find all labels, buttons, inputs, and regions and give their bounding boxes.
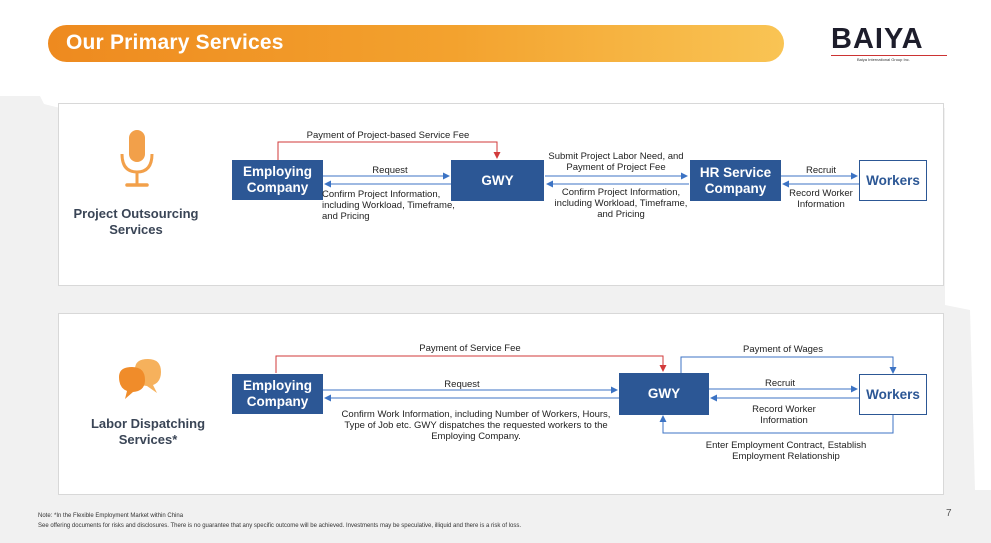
labor-recruit-label: Recruit	[764, 378, 796, 389]
project-recruit-label: Recruit	[805, 165, 837, 176]
confirm-left-line2: including Workload, Timeframe,	[322, 200, 455, 211]
logo-subtitle: Baiya International Group Inc.	[857, 57, 910, 62]
project-employing-line2: Company	[246, 180, 309, 195]
labor-contract-line2: Employment Relationship	[732, 451, 840, 462]
logo-text: BAIYA	[831, 23, 924, 55]
labor-label-line2: Services*	[118, 432, 178, 447]
labor-wages-label: Payment of Wages	[743, 344, 823, 355]
project-submit-label: Submit Project Labor Need, and Payment o…	[540, 151, 692, 173]
confirm-right-line3: and Pricing	[597, 209, 645, 220]
project-gwy-box: GWY	[451, 160, 544, 201]
labor-gwy-label: GWY	[647, 386, 681, 401]
page-number: 7	[946, 508, 952, 519]
confirm-left-line1: Confirm Project Information,	[322, 189, 441, 200]
project-confirm-left-label: Confirm Project Information, including W…	[322, 189, 455, 222]
labor-gwy-box: GWY	[619, 373, 709, 415]
hr-line1: HR Service	[699, 164, 772, 180]
labor-confirm-line2: Type of Job etc. GWY dispatches the requ…	[344, 420, 608, 431]
project-fee-label: Payment of Project-based Service Fee	[306, 130, 470, 141]
project-employing-line1: Employing	[242, 164, 312, 179]
submit-line2: Payment of Project Fee	[566, 162, 666, 173]
labor-label-line1: Labor Dispatching	[90, 416, 206, 431]
labor-contract-label: Enter Employment Contract, Establish Emp…	[692, 440, 880, 462]
hr-line2: Company	[704, 180, 767, 196]
labor-dispatching-label: Labor Dispatching Services*	[74, 416, 222, 448]
labor-employing-line2: Company	[246, 394, 309, 409]
labor-record-line1: Record Worker	[752, 404, 816, 415]
project-workers-box: Workers	[859, 160, 927, 201]
project-record-label: Record Worker Information	[781, 188, 861, 210]
project-gwy-label: GWY	[481, 172, 514, 188]
project-record-line2: Information	[797, 199, 845, 210]
labor-contract-arrow	[659, 415, 894, 434]
footer-note: Note: *In the Flexible Employment Market…	[38, 513, 184, 519]
chat-bubbles-icon	[119, 359, 161, 399]
labor-fee-arrow	[275, 355, 667, 373]
labor-confirm-line3: Employing Company.	[431, 431, 521, 442]
project-workers-label: Workers	[866, 172, 920, 188]
labor-confirm-label: Confirm Work Information, including Numb…	[328, 409, 624, 442]
project-label-line1: Project Outsourcing	[73, 206, 199, 221]
project-outsourcing-label: Project Outsourcing Services	[62, 206, 210, 238]
labor-fee-label: Payment of Service Fee	[419, 343, 521, 354]
labor-workers-box: Workers	[859, 374, 927, 415]
labor-confirm-line1: Confirm Work Information, including Numb…	[341, 409, 611, 420]
labor-employing-line1: Employing	[242, 378, 312, 393]
confirm-right-line1: Confirm Project Information,	[561, 187, 681, 198]
labor-request-label: Request	[444, 379, 480, 390]
project-label-line2: Services	[109, 222, 163, 237]
project-record-line1: Record Worker	[789, 188, 853, 199]
project-request-label: Request	[372, 165, 408, 176]
labor-wages-arrow	[680, 356, 897, 374]
labor-contract-line1: Enter Employment Contract, Establish	[705, 440, 867, 451]
confirm-right-line2: including Workload, Timeframe,	[554, 198, 688, 209]
labor-workers-label: Workers	[866, 386, 920, 402]
submit-line1: Submit Project Labor Need, and	[548, 151, 684, 162]
project-confirm-right-label: Confirm Project Information, including W…	[544, 187, 698, 220]
microphone-icon	[120, 130, 154, 187]
project-fee-arrow	[277, 141, 501, 160]
labor-record-label: Record Worker Information	[742, 404, 826, 426]
confirm-left-line3: and Pricing	[322, 211, 370, 222]
footer-disclaimer: See offering documents for risks and dis…	[38, 523, 522, 529]
labor-dispatching-panel	[58, 313, 944, 495]
company-logo: BAIYA Baiya International Group Inc.	[831, 24, 947, 64]
title-bar	[48, 25, 784, 62]
labor-record-line2: Information	[760, 415, 808, 426]
logo-divider	[831, 55, 947, 56]
page-title: Our Primary Services	[66, 31, 284, 54]
